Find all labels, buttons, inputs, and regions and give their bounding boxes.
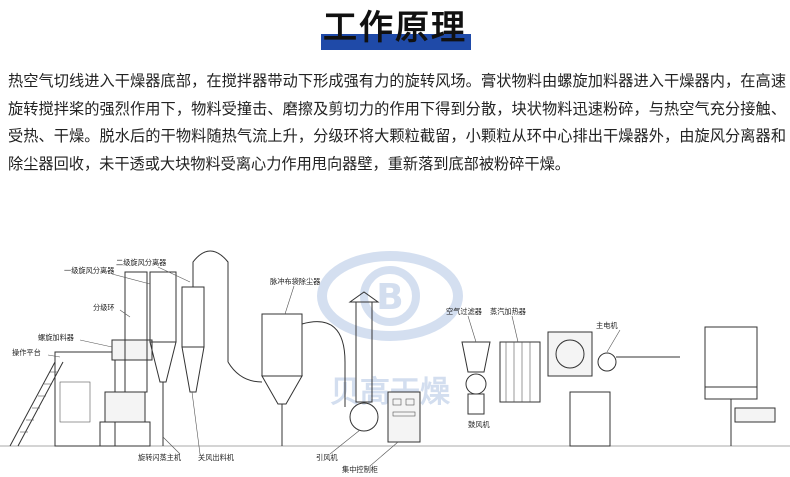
air-filter-blower [461, 341, 491, 415]
secondary-cyclone [181, 250, 263, 393]
label-induced-fan: 引风机 [316, 453, 338, 462]
label-pulse-filter: 脉冲布袋除尘器 [270, 277, 320, 286]
pulse-bag-filter [261, 313, 346, 446]
control-cabinet [387, 391, 421, 443]
page-title: 工作原理 [323, 8, 467, 48]
title-area: 工作原理 [0, 4, 790, 56]
label-air-filter: 空气过滤器 [446, 307, 482, 316]
watermark-logo-letter: B [376, 277, 403, 318]
label-screw-feeder: 螺旋加料器 [38, 333, 74, 342]
label-primary-cyclone: 一级旋风分离器 [64, 266, 114, 275]
main-motor [547, 331, 680, 447]
induced-fan [348, 291, 380, 432]
watermark-logo: B [317, 251, 463, 341]
flash-dryer-main [99, 271, 153, 447]
steam-heater [499, 341, 541, 403]
label-secondary-cyclone: 二级旋风分离器 [116, 258, 166, 267]
label-flash-dryer: 旋转闪蒸主机 [138, 453, 182, 462]
label-platform: 操作平台 [12, 348, 41, 357]
label-motor: 主电机 [596, 321, 618, 330]
operation-platform [9, 351, 116, 447]
process-flow-diagram: B 贝高干燥 [0, 250, 790, 474]
description-paragraph: 热空气切线进入干燥器底部，在搅拌器带动下形成强有力的旋转风场。膏状物料由螺旋加料… [8, 72, 786, 173]
label-classifier-ring: 分级环 [93, 303, 115, 312]
hot-air-chamber [704, 326, 776, 446]
label-control-cabinet: 集中控制柜 [342, 465, 378, 474]
label-discharge-valve: 关风出料机 [198, 453, 235, 462]
title-underline-bar [321, 34, 471, 50]
label-steam-heater: 蒸汽加热器 [490, 307, 526, 316]
label-blower: 鼓风机 [468, 420, 490, 429]
primary-cyclone [149, 271, 177, 446]
